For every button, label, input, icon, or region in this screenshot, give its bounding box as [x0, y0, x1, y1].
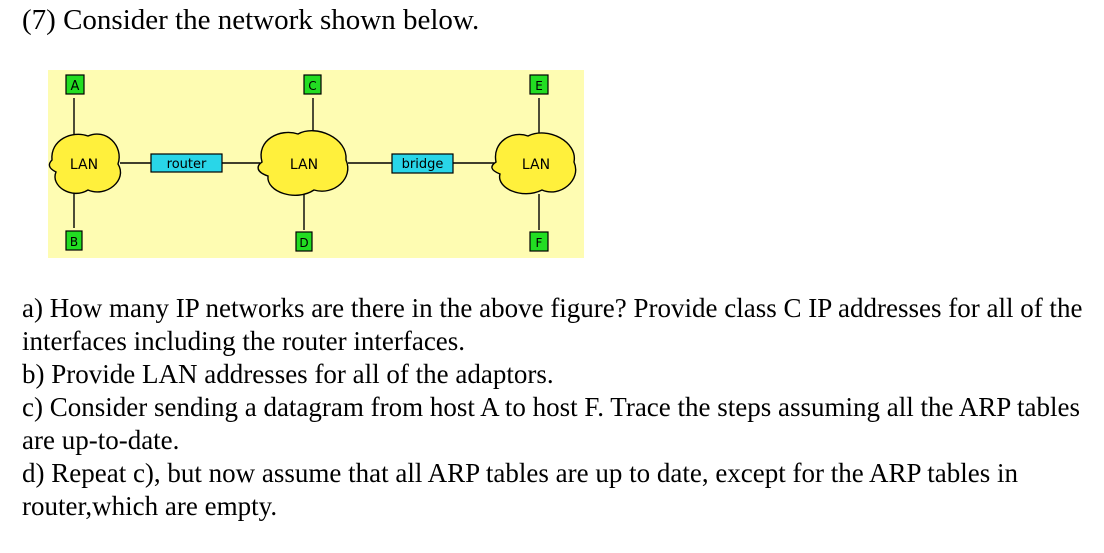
host-d-label: D — [299, 236, 308, 250]
host-b: B — [65, 230, 83, 251]
host-d: D — [295, 231, 313, 252]
lan-cloud-middle — [257, 130, 349, 196]
question-b: b) Provide LAN addresses for all of the … — [22, 359, 554, 389]
question-a: a) How many IP networks are there in the… — [22, 293, 1083, 356]
host-a-label: A — [71, 79, 80, 94]
question-c: c) Consider sending a datagram from host… — [22, 392, 1080, 455]
host-c: C — [303, 74, 322, 95]
problem-heading: (7) Consider the network shown below. — [22, 4, 480, 36]
connection-lines — [73, 98, 540, 230]
router-box: router — [150, 153, 223, 173]
host-b-label: B — [70, 235, 78, 249]
lan-cloud-left — [48, 133, 122, 195]
bridge-label: bridge — [402, 157, 444, 172]
lan-label-left: LAN — [70, 157, 98, 173]
host-e-label: E — [535, 79, 543, 93]
network-diagram: LAN LAN LAN A B C D E F — [48, 70, 584, 258]
bridge-box: bridge — [391, 153, 454, 174]
host-f-label: F — [536, 236, 543, 250]
host-f: F — [529, 231, 549, 252]
question-list: a) How many IP networks are there in the… — [22, 292, 1100, 523]
host-e: E — [529, 74, 549, 95]
lan-cloud-right — [491, 132, 577, 195]
router-label: router — [167, 157, 207, 172]
host-a: A — [65, 74, 85, 95]
lan-label-middle: LAN — [290, 157, 318, 173]
lan-label-right: LAN — [522, 157, 550, 173]
question-d: d) Repeat c), but now assume that all AR… — [22, 458, 1019, 521]
host-c-label: C — [308, 79, 316, 93]
